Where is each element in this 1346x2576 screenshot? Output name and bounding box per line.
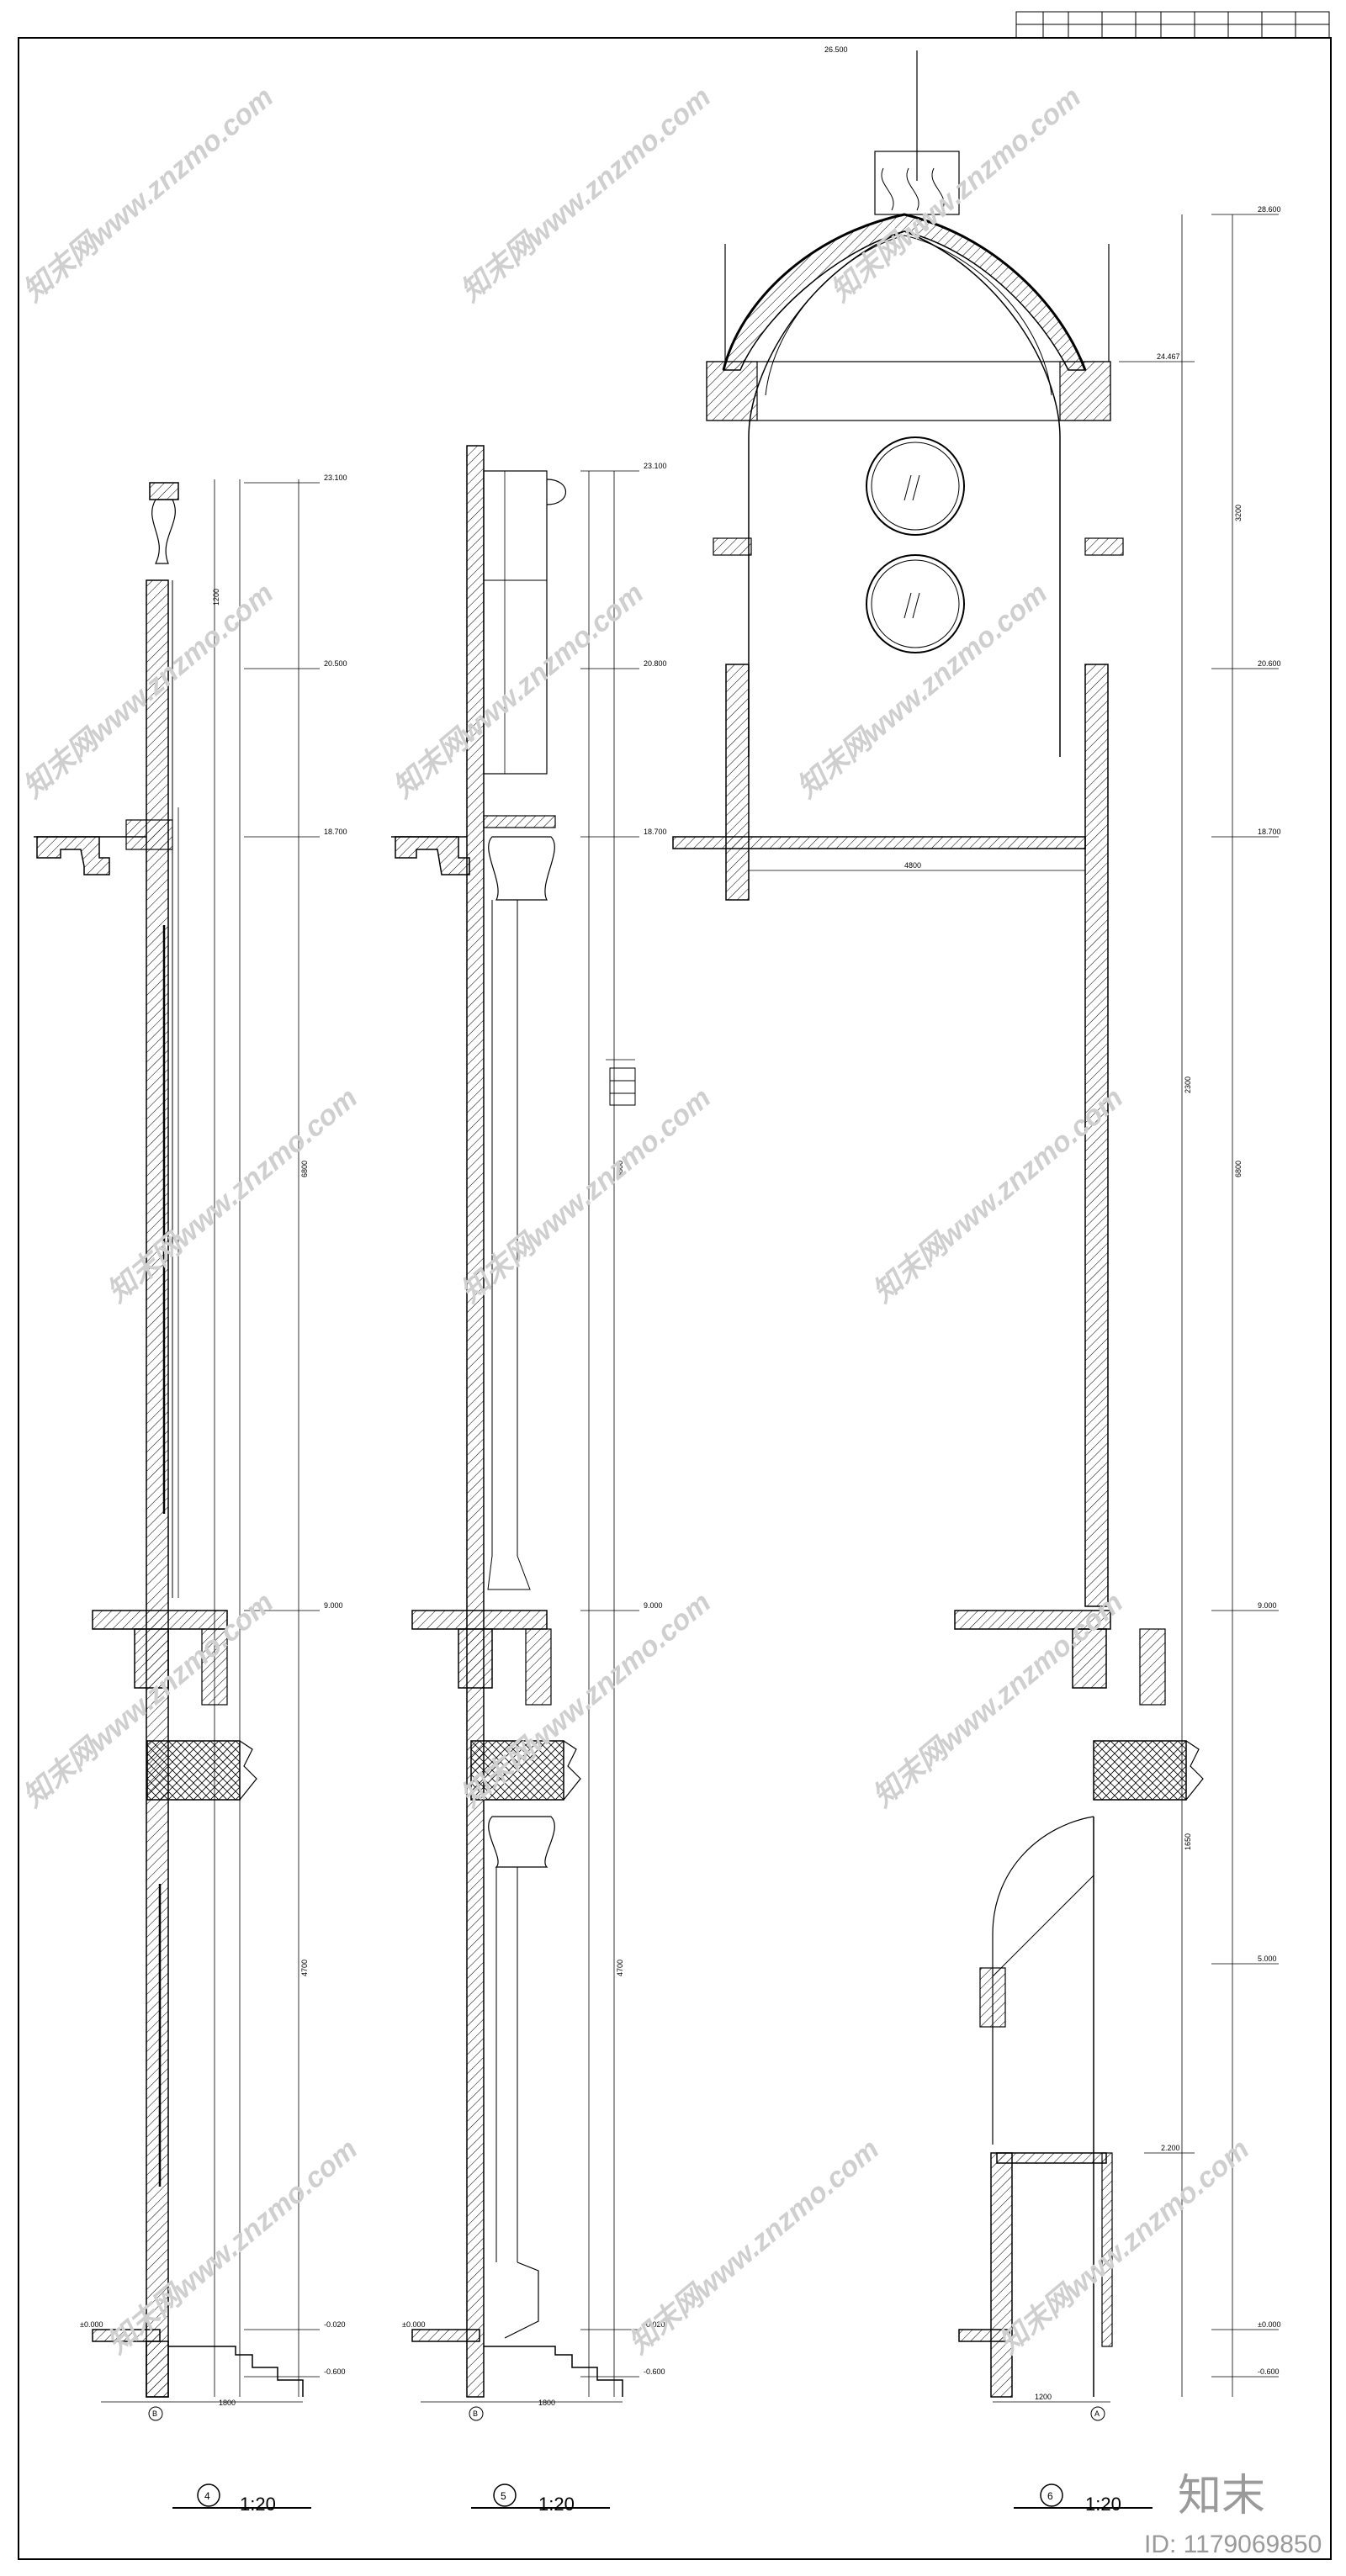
- section-number: 6: [1047, 2490, 1053, 2502]
- watermark-text: 知末网www.znzmo.com: [994, 2133, 1255, 2360]
- dimension-label: 6800: [616, 1161, 624, 1177]
- level-label: 28.600: [1258, 205, 1281, 214]
- dimension-label: 6800: [1234, 1161, 1243, 1177]
- title-block: [1015, 11, 1330, 39]
- watermark-text: 知末网www.znzmo.com: [388, 577, 649, 804]
- section-number: 4: [204, 2490, 210, 2502]
- brand-logo: 知末 ID: 1179069850: [1144, 2472, 1322, 2558]
- section-scale: 1:20: [538, 2494, 575, 2515]
- watermark: 知末网www.znzmo.com 知末网www.znzmo.com 知末网www…: [18, 81, 1255, 2360]
- dimension-label: 4700: [616, 1960, 624, 1976]
- section-5-level-labels: 23.100 20.800 18.700 9.000 ±0.000 -0.020…: [402, 462, 667, 2418]
- section-4-title: 4 1:20: [172, 2483, 311, 2515]
- level-label: -0.020: [644, 2320, 665, 2329]
- dimension-label: 1200: [1035, 2393, 1052, 2401]
- level-label: 20.500: [324, 659, 347, 668]
- level-label: ±0.000: [80, 2320, 103, 2329]
- dimension-label: 1800: [538, 2399, 555, 2407]
- grid-label: A: [1094, 2409, 1100, 2418]
- level-label: 18.700: [1258, 828, 1281, 836]
- section-4-drawing: [34, 479, 320, 2421]
- level-label: 20.600: [1258, 659, 1281, 668]
- level-label: 9.000: [644, 1601, 663, 1610]
- section-scale: 1:20: [1085, 2494, 1121, 2515]
- dimension-label: 6800: [300, 1161, 309, 1177]
- section-scale: 1:20: [240, 2494, 276, 2515]
- dimension-label: 1200: [212, 589, 220, 606]
- watermark-text: 知末网www.znzmo.com: [18, 81, 279, 308]
- dimension-label: 4700: [300, 1960, 309, 1976]
- dimension-label: 3200: [1234, 505, 1243, 521]
- watermark-text: 知末网www.znzmo.com: [455, 1082, 717, 1309]
- level-label: 9.000: [1258, 1601, 1277, 1610]
- dimension-texts: 1200 6800 6800 6800 4700 4700 3200 2300 …: [212, 505, 1243, 2407]
- level-label: -0.600: [324, 2367, 346, 2376]
- level-label: -0.600: [644, 2367, 665, 2376]
- watermark-text: 知末网www.znzmo.com: [825, 81, 1087, 308]
- level-label: 23.100: [644, 462, 667, 470]
- section-5-drawing: [391, 445, 639, 2421]
- dimension-label: 4800: [904, 861, 921, 870]
- dimension-label: 1650: [1184, 1833, 1192, 1850]
- brand-id: ID: 1179069850: [1144, 2531, 1322, 2558]
- watermark-text: 知末网www.znzmo.com: [792, 577, 1053, 804]
- section-5-title: 5 1:20: [471, 2483, 610, 2515]
- brand-logo-text: 知末: [1178, 2472, 1265, 2520]
- level-label: 24.467: [1157, 352, 1180, 361]
- grid-label: B: [473, 2409, 478, 2418]
- section-number: 5: [501, 2490, 506, 2502]
- level-label: -0.020: [324, 2320, 346, 2329]
- level-label: 26.500: [824, 45, 848, 54]
- watermark-text: 知末网www.znzmo.com: [102, 1082, 363, 1309]
- level-label: 2.200: [1161, 2144, 1180, 2152]
- section-6-drawing: [672, 50, 1279, 2421]
- section-6-level-labels: 28.600 26.500 24.467 20.600 18.700 9.000…: [824, 45, 1281, 2418]
- level-label: 5.000: [1258, 1954, 1277, 1963]
- level-label: ±0.000: [1258, 2320, 1280, 2329]
- dimension-label: 1800: [219, 2399, 236, 2407]
- level-label: ±0.000: [402, 2320, 425, 2329]
- section-6-title: 6 1:20: [1014, 2483, 1153, 2515]
- dimension-label: 2300: [1184, 1076, 1192, 1093]
- watermark-text: 知末网www.znzmo.com: [623, 2133, 885, 2360]
- section-4-level-labels: 23.100 20.500 18.700 9.000 ±0.000 -0.020…: [80, 473, 347, 2418]
- level-label: 9.000: [324, 1601, 343, 1610]
- level-label: -0.600: [1258, 2367, 1280, 2376]
- level-label: 18.700: [324, 828, 347, 836]
- watermark-text: 知末网www.znzmo.com: [455, 81, 717, 308]
- level-label: 18.700: [644, 828, 667, 836]
- sheet-border: [18, 37, 1332, 2560]
- grid-label: B: [152, 2409, 157, 2418]
- level-label: 20.800: [644, 659, 667, 668]
- level-label: 23.100: [324, 473, 347, 482]
